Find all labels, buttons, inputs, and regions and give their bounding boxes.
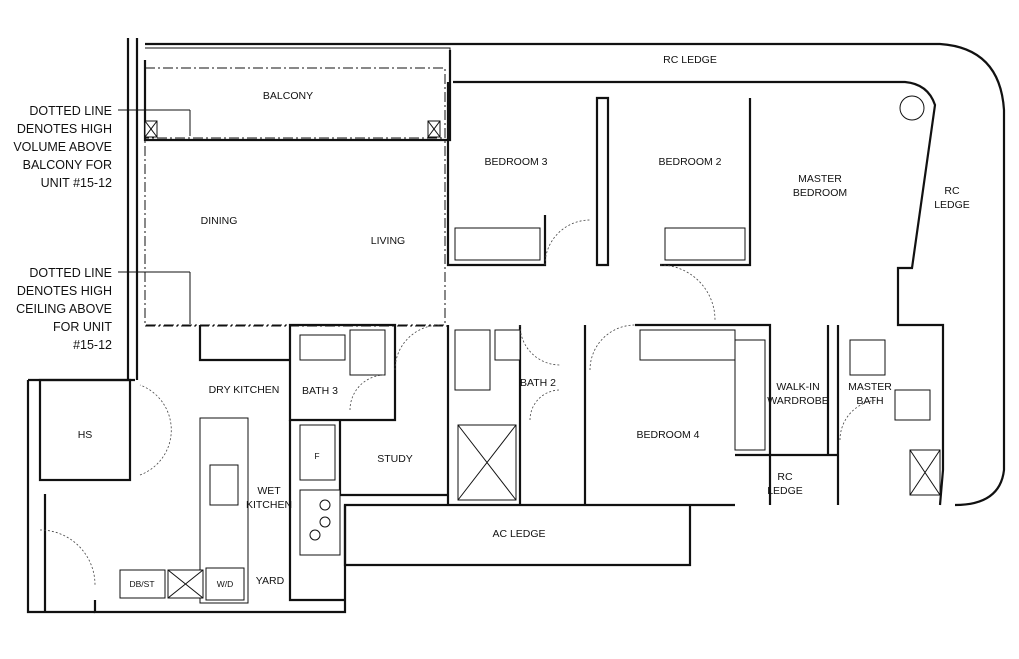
dry-kitchen-label: DRY KITCHEN	[209, 384, 280, 396]
master-bedroom-label-1: MASTER	[798, 173, 842, 185]
rc-ledge-bottom-label-2: LEDGE	[767, 485, 803, 497]
fridge-label: F	[314, 451, 319, 461]
core-walls	[198, 323, 636, 505]
master-bath-label-1: MASTER	[848, 381, 892, 393]
ceiling-note-line-5: #15-12	[73, 338, 112, 352]
db-st-label: DB/ST	[129, 579, 154, 589]
room-labels: RC LEDGE BALCONY BEDROOM 3 BEDROOM 2 MAS…	[78, 54, 970, 589]
balcony-label: BALCONY	[263, 90, 313, 102]
balcony-note-line-3: VOLUME ABOVE	[13, 140, 112, 154]
wet-kitchen-label-1: WET	[257, 485, 281, 497]
master-bedroom-label-2: BEDROOM	[793, 187, 847, 199]
kitchen-walls	[39, 384, 448, 604]
rc-ledge-top-label: RC LEDGE	[663, 54, 717, 66]
ceiling-note-line-1: DOTTED LINE	[29, 266, 112, 280]
bedroom2-label: BEDROOM 2	[658, 156, 721, 168]
ceiling-note-line-4: FOR UNIT	[53, 320, 112, 334]
balcony-note-line-2: DENOTES HIGH	[17, 122, 112, 136]
balcony-note-line-5: UNIT #15-12	[41, 176, 112, 190]
balcony-columns	[144, 95, 925, 138]
rc-ledge-right-label-1: RC	[944, 185, 960, 197]
rc-ledge-right-label-2: LEDGE	[934, 199, 970, 211]
balcony-note-line-1: DOTTED LINE	[29, 104, 112, 118]
study-label: STUDY	[377, 453, 413, 465]
bath3-label: BATH 3	[302, 385, 338, 397]
ac-ledge-label: AC LEDGE	[492, 528, 545, 540]
rc-ledge-bottom-label-1: RC	[777, 471, 793, 483]
living-label: LIVING	[371, 235, 405, 247]
balcony-volume-note: DOTTED LINE DENOTES HIGH VOLUME ABOVE BA…	[13, 104, 112, 190]
balcony-note-line-4: BALCONY FOR	[23, 158, 112, 172]
ceiling-note-line-3: CEILING ABOVE	[16, 302, 112, 316]
ceiling-note: DOTTED LINE DENOTES HIGH CEILING ABOVE F…	[16, 266, 112, 352]
yard-label: YARD	[256, 575, 285, 587]
exterior-walls	[26, 38, 1006, 614]
bedroom4-label: BEDROOM 4	[636, 429, 699, 441]
wd-label: W/D	[217, 579, 234, 589]
bath2-label: BATH 2	[520, 377, 556, 389]
east-walls	[635, 323, 941, 505]
wet-kitchen-label-2: KITCHEN	[246, 499, 292, 511]
walk-in-wardrobe-label-1: WALK-IN	[776, 381, 819, 393]
note-leaders	[118, 109, 191, 324]
master-bath-label-2: BATH	[856, 395, 883, 407]
hs-label: HS	[78, 429, 93, 441]
dining-label: DINING	[201, 215, 238, 227]
hs-room	[38, 378, 132, 482]
bedroom-walls	[446, 82, 752, 321]
walk-in-wardrobe-label-2: WARDROBE	[767, 395, 828, 407]
ceiling-note-line-2: DENOTES HIGH	[17, 284, 112, 298]
ac-ledge-outline	[343, 505, 692, 567]
bedroom3-label: BEDROOM 3	[484, 156, 547, 168]
